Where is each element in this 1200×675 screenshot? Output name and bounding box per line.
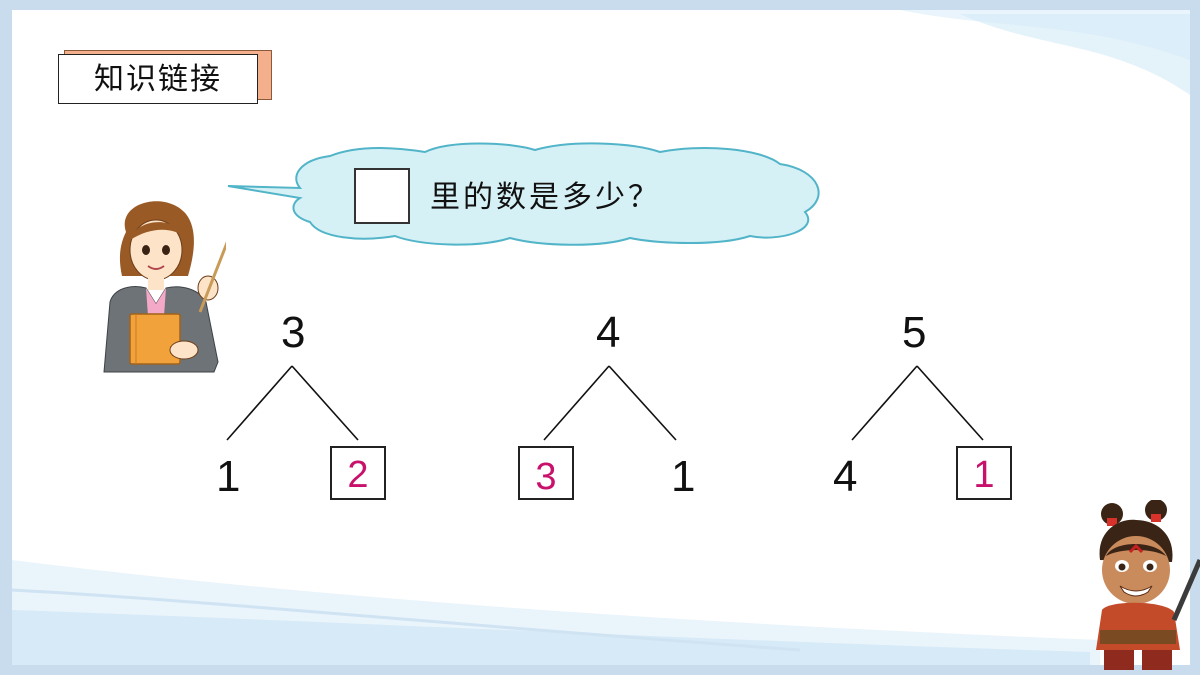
blank-box-icon (354, 168, 410, 224)
prompt-text: 里的数是多少？ (430, 180, 661, 215)
tree3-top: 5 (902, 308, 927, 357)
frame-left (0, 0, 12, 675)
frame-bottom (0, 665, 1200, 675)
section-badge: 知识链接 (58, 50, 272, 104)
tree1-answer-box (330, 446, 386, 500)
tree1-left: 1 (216, 452, 241, 501)
badge-face (58, 54, 258, 104)
cartoon-boy-icon (1096, 500, 1200, 670)
tree3-answer-box (956, 446, 1012, 500)
tree1-top: 3 (281, 308, 306, 357)
tree3-left: 4 (833, 452, 858, 501)
section-title: 知识链接 (94, 62, 222, 97)
tree2-top: 4 (596, 308, 621, 357)
tree2-answer: 3 (535, 456, 557, 498)
tree2-answer-box (518, 446, 574, 500)
tree2-right: 1 (671, 452, 696, 501)
tree3-answer: 1 (973, 454, 995, 496)
teacher-icon (103, 201, 226, 373)
frame-right (1190, 0, 1200, 675)
tree1-answer: 2 (347, 454, 369, 496)
frame-top (0, 0, 1200, 10)
